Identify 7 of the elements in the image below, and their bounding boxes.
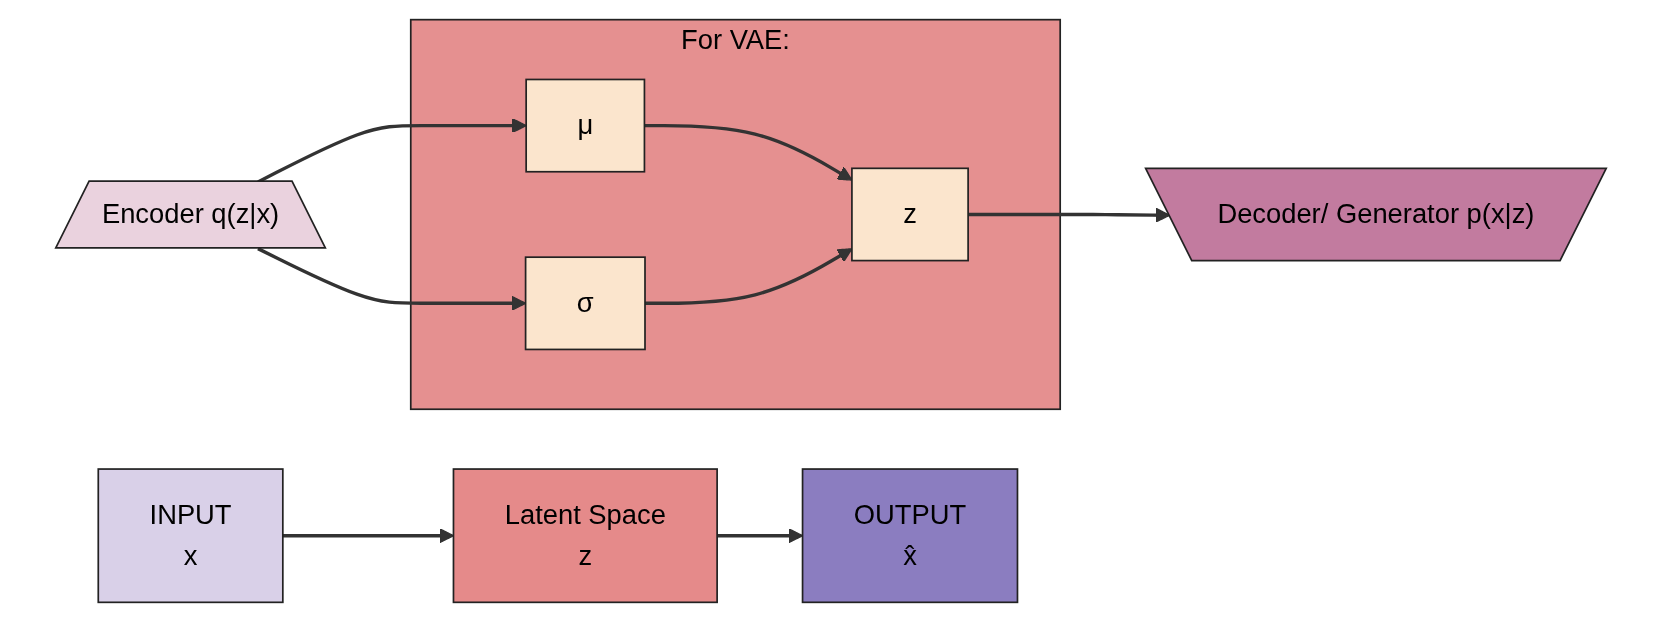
node-box: σ — [524, 255, 646, 350]
node-box: z — [851, 166, 969, 261]
arrow — [968, 207, 1171, 223]
node-box: Latent Space z — [452, 467, 718, 603]
node-box: OUTPUT x̂ — [801, 467, 1019, 603]
node-box: INPUT x — [97, 467, 284, 603]
node-box: μ — [525, 78, 646, 173]
